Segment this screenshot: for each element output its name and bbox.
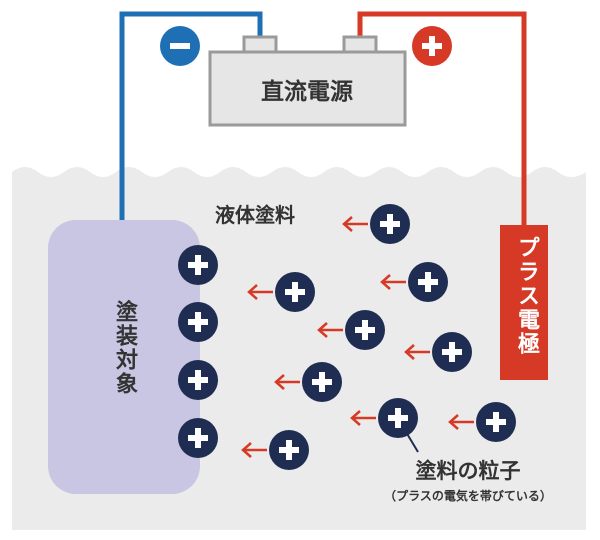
attached-particle xyxy=(178,360,218,400)
left-arrow-icon xyxy=(241,442,267,458)
left-arrow-icon xyxy=(404,344,430,360)
attached-particle xyxy=(178,418,218,458)
left-arrow-icon xyxy=(350,410,376,426)
particle-title: 塗料の粒子 xyxy=(416,459,521,483)
plus-electrode xyxy=(500,225,548,380)
attached-particle xyxy=(178,245,218,285)
negative-wire xyxy=(119,11,263,220)
moving-particle xyxy=(476,402,516,442)
moving-particle xyxy=(275,272,315,312)
left-arrow-icon xyxy=(247,284,273,300)
plus-electrode-label: プラス電極 xyxy=(514,236,539,356)
moving-particle xyxy=(345,310,385,350)
target-label: 塗装対象 xyxy=(112,300,137,396)
moving-particle xyxy=(370,204,410,244)
positive-wire xyxy=(357,11,527,225)
left-arrow-icon xyxy=(448,414,474,430)
left-arrow-icon xyxy=(380,274,406,290)
moving-particle xyxy=(432,332,472,372)
moving-particle xyxy=(302,362,342,402)
liquid-paint-label: 液体塗料 xyxy=(215,203,295,227)
left-arrow-icon xyxy=(317,322,343,338)
particle-note: （プラスの電気を帯びている） xyxy=(384,488,552,503)
particles-layer xyxy=(178,204,516,470)
paint-target xyxy=(48,220,200,494)
plus-circle-icon xyxy=(412,26,452,66)
minus-circle-icon xyxy=(160,26,200,66)
moving-particle xyxy=(269,430,309,470)
moving-particle xyxy=(378,398,418,438)
left-arrow-icon xyxy=(274,374,300,390)
power-supply-box xyxy=(208,50,407,127)
moving-particle xyxy=(408,262,448,302)
left-arrow-icon xyxy=(342,216,368,232)
particle-pointer-line xyxy=(405,431,419,453)
attached-particle xyxy=(178,302,218,342)
power-supply-label: 直流電源 xyxy=(261,78,353,105)
